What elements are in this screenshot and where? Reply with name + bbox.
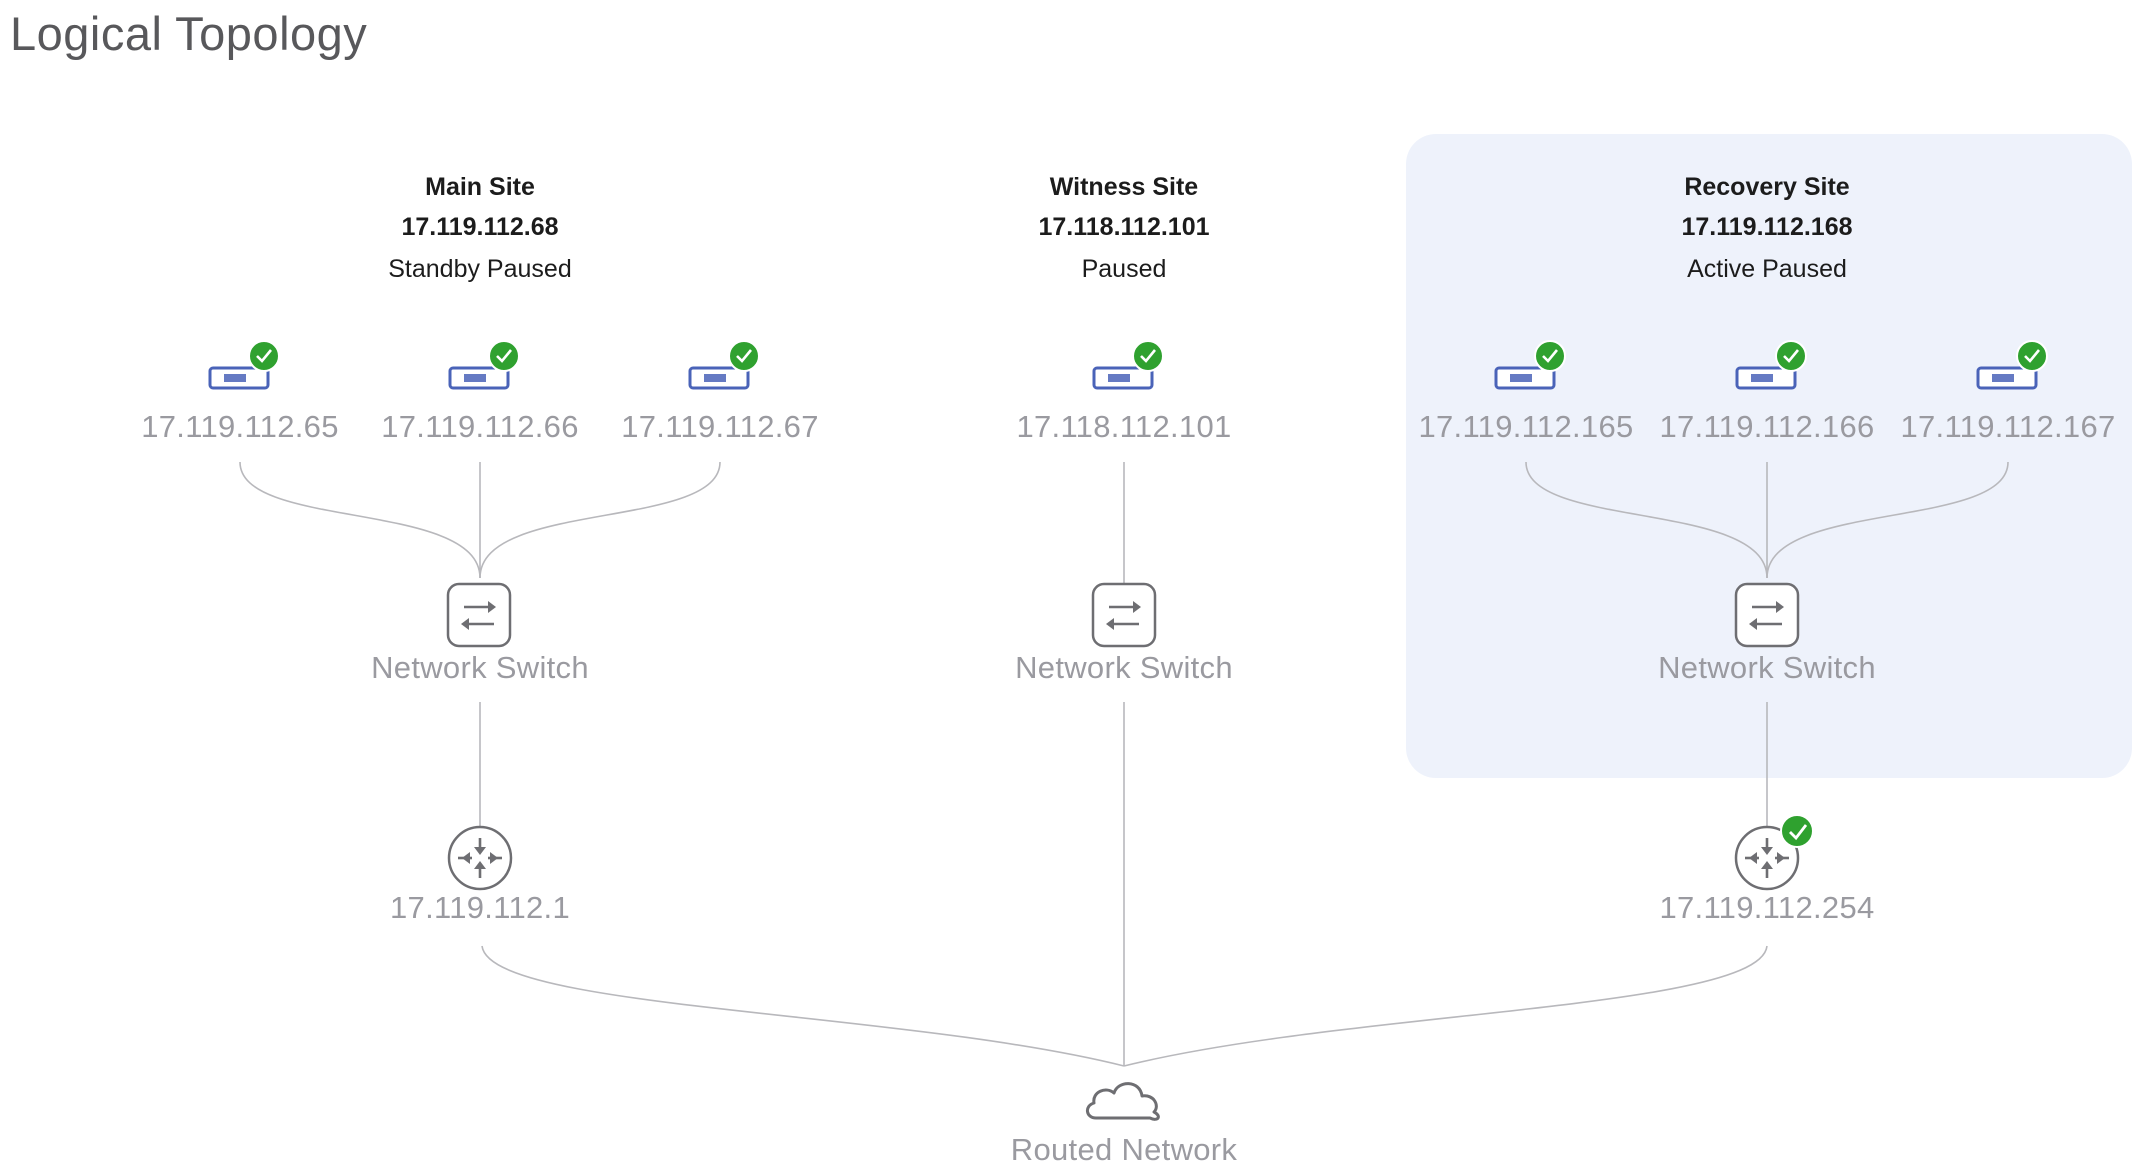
check-circle-icon [1780, 814, 1814, 848]
link-recovery-router-network [1123, 945, 1768, 1067]
server-ip: 17.119.112.66 [381, 409, 579, 444]
recovery-site-name: Recovery Site [1684, 173, 1850, 201]
check-circle-icon [728, 340, 760, 372]
server-ip: 17.119.112.166 [1659, 409, 1875, 444]
link-main-server-1 [239, 461, 481, 579]
link-main-server-3 [479, 461, 721, 579]
server-node[interactable]: 17.119.112.65 [110, 340, 370, 445]
server-ip: 17.119.112.167 [1900, 409, 2116, 444]
check-circle-icon [1534, 340, 1566, 372]
server-node[interactable]: 17.118.112.101 [994, 340, 1254, 445]
main-router-icon[interactable] [447, 825, 513, 891]
main-site-status: Standby Paused [388, 255, 572, 283]
server-appliance-icon[interactable] [1494, 340, 1566, 398]
recovery-site-status: Active Paused [1687, 255, 1847, 283]
server-appliance-icon[interactable] [208, 340, 280, 398]
link-main-router-network [481, 945, 1125, 1067]
server-appliance-icon[interactable] [1092, 340, 1164, 398]
server-appliance-icon[interactable] [1976, 340, 2048, 398]
check-circle-icon [248, 340, 280, 372]
page-title: Logical Topology [10, 7, 368, 60]
server-ip: 17.119.112.165 [1418, 409, 1634, 444]
recovery-router-ip: 17.119.112.254 [1659, 890, 1875, 925]
server-ip: 17.119.112.67 [621, 409, 819, 444]
server-node[interactable]: 17.119.112.67 [590, 340, 850, 445]
witness-site-status: Paused [1081, 255, 1167, 283]
check-circle-icon [1132, 340, 1164, 372]
check-circle-icon [2016, 340, 2048, 372]
main-switch-label: Network Switch [371, 650, 589, 685]
witness-switch-icon[interactable] [1091, 582, 1157, 648]
recovery-site-panel [1406, 134, 2132, 778]
recovery-site-header: Recovery Site 17.119.112.168 Active Paus… [1557, 172, 1977, 284]
server-appliance-icon[interactable] [688, 340, 760, 398]
link-recovery-server-1 [1525, 461, 1768, 579]
main-site-ip: 17.119.112.68 [401, 213, 559, 241]
check-circle-icon [488, 340, 520, 372]
server-node[interactable]: 17.119.112.165 [1396, 340, 1656, 445]
server-ip: 17.118.112.101 [1016, 409, 1232, 444]
server-node[interactable]: 17.119.112.167 [1878, 340, 2138, 445]
recovery-switch-label: Network Switch [1658, 650, 1876, 685]
check-circle-icon [1775, 340, 1807, 372]
recovery-site-ip: 17.119.112.168 [1681, 213, 1853, 241]
recovery-router-icon[interactable] [1734, 825, 1800, 891]
main-switch-icon[interactable] [446, 582, 512, 648]
routed-network-label: Routed Network [1010, 1132, 1238, 1167]
main-site-header: Main Site 17.119.112.68 Standby Paused [270, 172, 690, 284]
server-node[interactable]: 17.119.112.166 [1637, 340, 1897, 445]
witness-switch-label: Network Switch [1015, 650, 1233, 685]
server-ip: 17.119.112.65 [141, 409, 339, 444]
recovery-switch-icon[interactable] [1734, 582, 1800, 648]
witness-site-header: Witness Site 17.118.112.101 Paused [914, 172, 1334, 284]
server-appliance-icon[interactable] [1735, 340, 1807, 398]
main-site-name: Main Site [425, 173, 535, 201]
link-recovery-server-3 [1766, 461, 2009, 579]
main-router-ip: 17.119.112.1 [389, 890, 570, 925]
cloud-icon[interactable] [1086, 1082, 1160, 1121]
witness-site-name: Witness Site [1049, 173, 1199, 201]
server-appliance-icon[interactable] [448, 340, 520, 398]
server-node[interactable]: 17.119.112.66 [350, 340, 610, 445]
witness-site-ip: 17.118.112.101 [1038, 213, 1210, 241]
